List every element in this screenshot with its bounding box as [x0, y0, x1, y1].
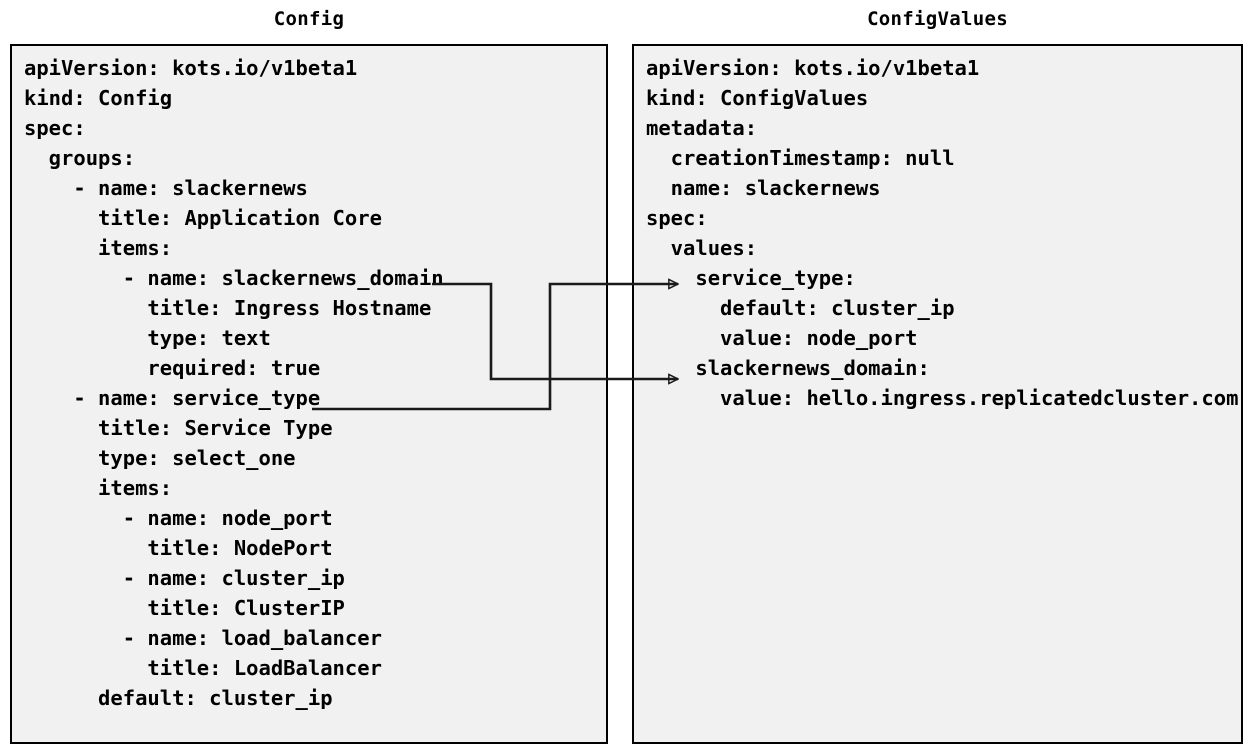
- configvalues-yaml-line: apiVersion: kots.io/v1beta1: [646, 56, 980, 80]
- configvalues-yaml-line: name: slackernews: [646, 176, 881, 200]
- configvalues-yaml-line: value: node_port: [646, 326, 918, 350]
- config-yaml-line: title: ClusterIP: [24, 596, 345, 620]
- config-yaml-line: spec:: [24, 116, 86, 140]
- panel-config: apiVersion: kots.io/v1beta1 kind: Config s…: [10, 44, 608, 744]
- config-yaml-line: - name: load_balancer: [24, 626, 382, 650]
- config-yaml-line: type: text: [24, 326, 271, 350]
- panel-title-configvalues: ConfigValues: [867, 8, 1008, 30]
- panel-title-config: Config: [273, 8, 345, 30]
- config-yaml-line: title: Service Type: [24, 416, 333, 440]
- config-yaml-line: apiVersion: kots.io/v1beta1: [24, 56, 358, 80]
- config-yaml-line: default: cluster_ip: [24, 686, 333, 710]
- configvalues-yaml-line: default: cluster_ip: [646, 296, 955, 320]
- config-yaml-line: items:: [24, 236, 173, 260]
- configvalues-yaml-line: metadata:: [646, 116, 758, 140]
- config-yaml-line: kind: Config: [24, 86, 173, 110]
- config-yaml-line: title: NodePort: [24, 536, 333, 560]
- configvalues-yaml-line: slackernews_domain:: [646, 356, 930, 380]
- configvalues-yaml-line: kind: ConfigValues: [646, 86, 869, 110]
- config-yaml-line: type: select_one: [24, 446, 296, 470]
- config-yaml-block: apiVersion: kots.io/v1beta1 kind: Config s…: [24, 53, 444, 713]
- configvalues-yaml-line: value: hello.ingress.replicatedcluster.c…: [646, 386, 1239, 410]
- configvalues-yaml-block: apiVersion: kots.io/v1beta1 kind: ConfigV…: [646, 53, 1238, 413]
- config-yaml-line: items:: [24, 476, 173, 500]
- config-yaml-line: - name: cluster_ip: [24, 566, 345, 590]
- config-yaml-line: - name: slackernews_domain: [24, 266, 444, 290]
- config-yaml-line: title: Ingress Hostname: [24, 296, 432, 320]
- config-yaml-line: title: LoadBalancer: [24, 656, 382, 680]
- config-yaml-line: title: Application Core: [24, 206, 382, 230]
- config-yaml-line: required: true: [24, 356, 321, 380]
- configvalues-yaml-line: spec:: [646, 206, 708, 230]
- config-yaml-line: - name: node_port: [24, 506, 333, 530]
- panel-configvalues: apiVersion: kots.io/v1beta1 kind: ConfigV…: [632, 44, 1243, 744]
- configvalues-yaml-line: values:: [646, 236, 758, 260]
- configvalues-yaml-line: creationTimestamp: null: [646, 146, 955, 170]
- config-yaml-line: - name: slackernews: [24, 176, 308, 200]
- config-yaml-line: - name: service_type: [24, 386, 321, 410]
- configvalues-yaml-line: service_type:: [646, 266, 856, 290]
- config-yaml-line: groups:: [24, 146, 136, 170]
